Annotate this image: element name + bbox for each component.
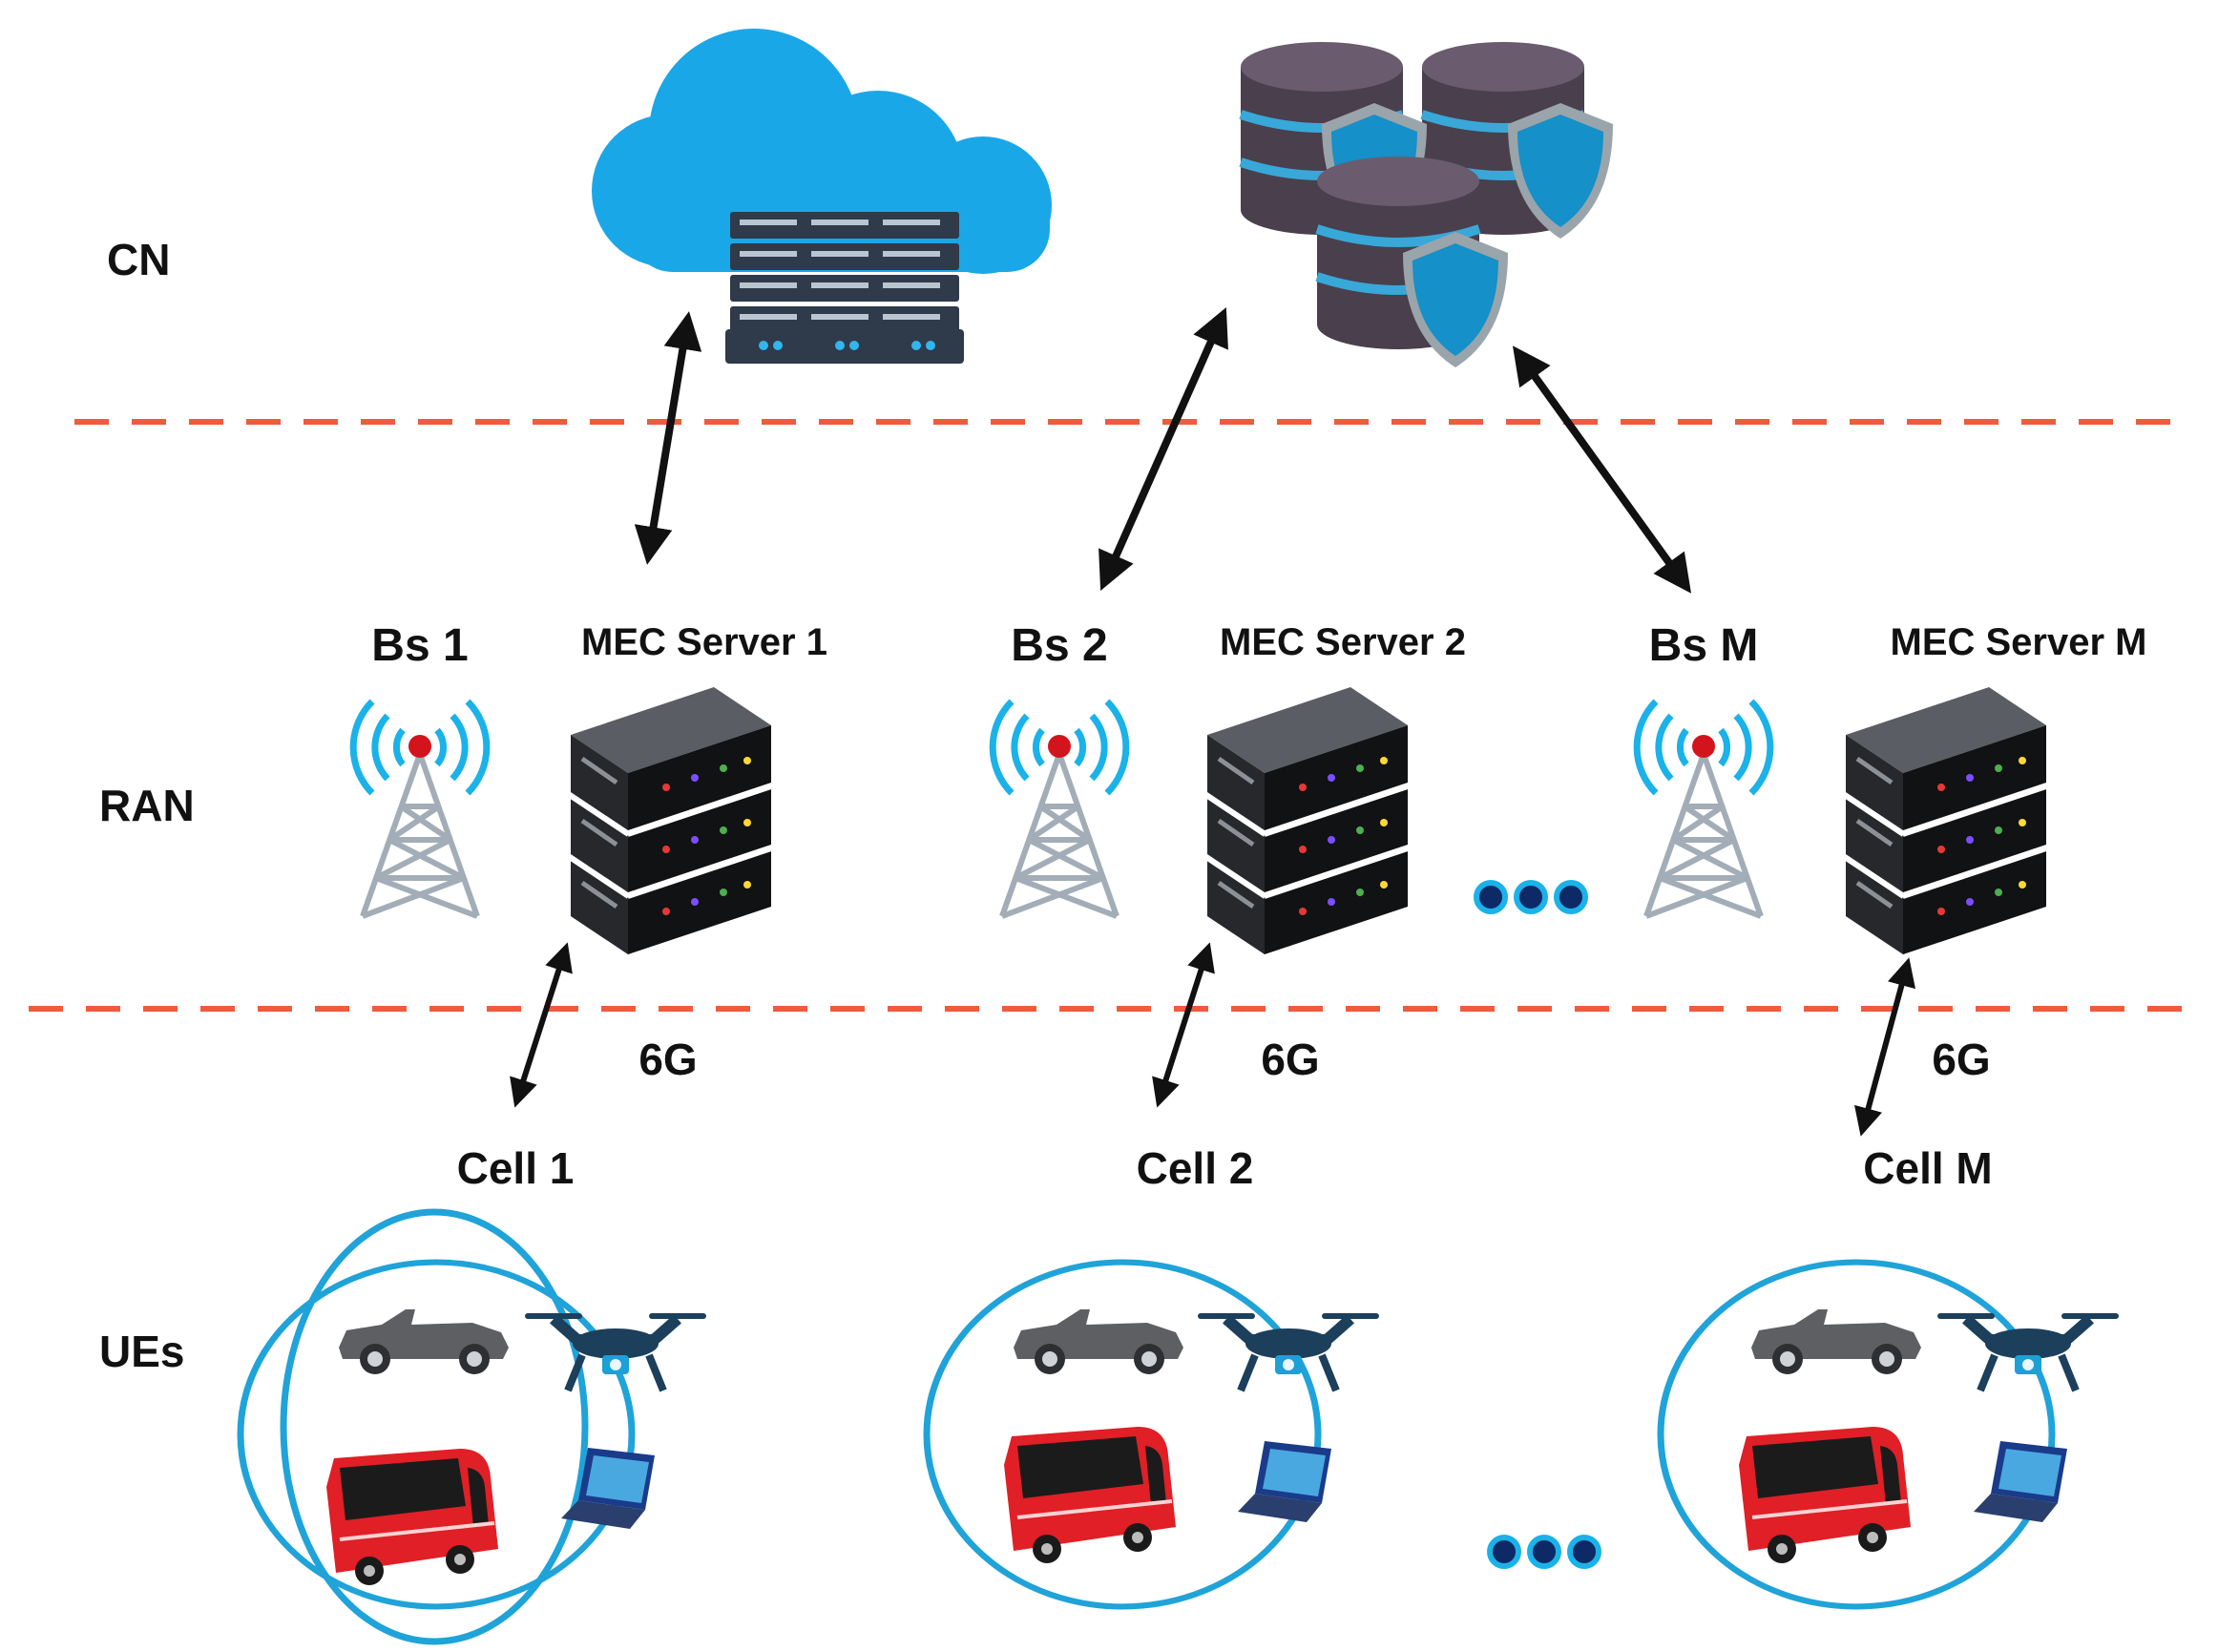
- link-arrow-6g: [510, 942, 573, 1108]
- mec-server-rack-icon: [1207, 687, 1408, 954]
- cell-2-region: [923, 1259, 1322, 1610]
- layer-label-cn: CN: [107, 235, 170, 284]
- bus-icon: [1737, 1425, 1913, 1565]
- car-icon: [1014, 1309, 1183, 1374]
- bus-icon: [1002, 1425, 1178, 1565]
- link-arrow-6g: [1152, 942, 1215, 1108]
- car-icon: [339, 1309, 509, 1374]
- layer-label-ran: RAN: [99, 781, 195, 830]
- link-label-6g: 6G: [638, 1035, 697, 1084]
- link-arrow-cloud-bs1: [634, 311, 702, 565]
- link-arrow-db-bsm: [1512, 345, 1692, 594]
- link-label-6g: 6G: [1932, 1035, 1990, 1084]
- base-station-group-1: Bs 1 MEC Server 1 6G Cell 1: [280, 620, 827, 1645]
- cloud-server-icon: [592, 29, 1052, 364]
- cell-label: Cell 2: [1137, 1143, 1254, 1193]
- cell-tower-icon: [993, 701, 1126, 916]
- cell-label: Cell 1: [457, 1143, 575, 1193]
- bs-label: Bs M: [1649, 620, 1759, 671]
- drone-icon: [1937, 1313, 2119, 1391]
- base-station-group-2: Bs 2 MEC Server 2 6G Cell 2: [993, 620, 1466, 1193]
- link-label-6g: 6G: [1261, 1035, 1319, 1084]
- cell-label: Cell M: [1863, 1143, 1992, 1193]
- secure-database-icon: [1241, 42, 1613, 367]
- mec-server-label: MEC Server M: [1891, 621, 2147, 663]
- cell-1-region: [237, 1259, 636, 1610]
- mec-server-rack-icon: [1846, 687, 2046, 954]
- cell-tower-icon: [1637, 701, 1770, 916]
- bs-label: Bs 1: [371, 620, 468, 671]
- ellipsis-icon: [1487, 1535, 1601, 1569]
- car-icon: [1751, 1309, 1921, 1374]
- bs-label: Bs 2: [1011, 620, 1107, 671]
- link-arrow-db-bs2: [1099, 307, 1228, 591]
- drone-icon: [525, 1313, 706, 1391]
- cell-tower-icon: [353, 701, 487, 916]
- cell-coverage-ring: [280, 1208, 589, 1645]
- layer-label-ues: UEs: [99, 1327, 184, 1376]
- laptop-icon: [1974, 1441, 2067, 1522]
- laptop-icon: [1238, 1441, 1331, 1522]
- mec-server-label: MEC Server 1: [581, 621, 827, 663]
- laptop-icon: [561, 1448, 655, 1529]
- link-arrow-6g: [1854, 957, 1915, 1137]
- bus-icon: [324, 1447, 500, 1587]
- mec-server-rack-icon: [571, 687, 771, 954]
- base-station-group-m: Bs M MEC Server M 6G Cell M: [1637, 620, 2146, 1193]
- mec-server-label: MEC Server 2: [1220, 621, 1466, 663]
- ellipsis-icon: [1474, 880, 1588, 914]
- cell-m-region: [1657, 1259, 2056, 1610]
- drone-icon: [1198, 1313, 1379, 1391]
